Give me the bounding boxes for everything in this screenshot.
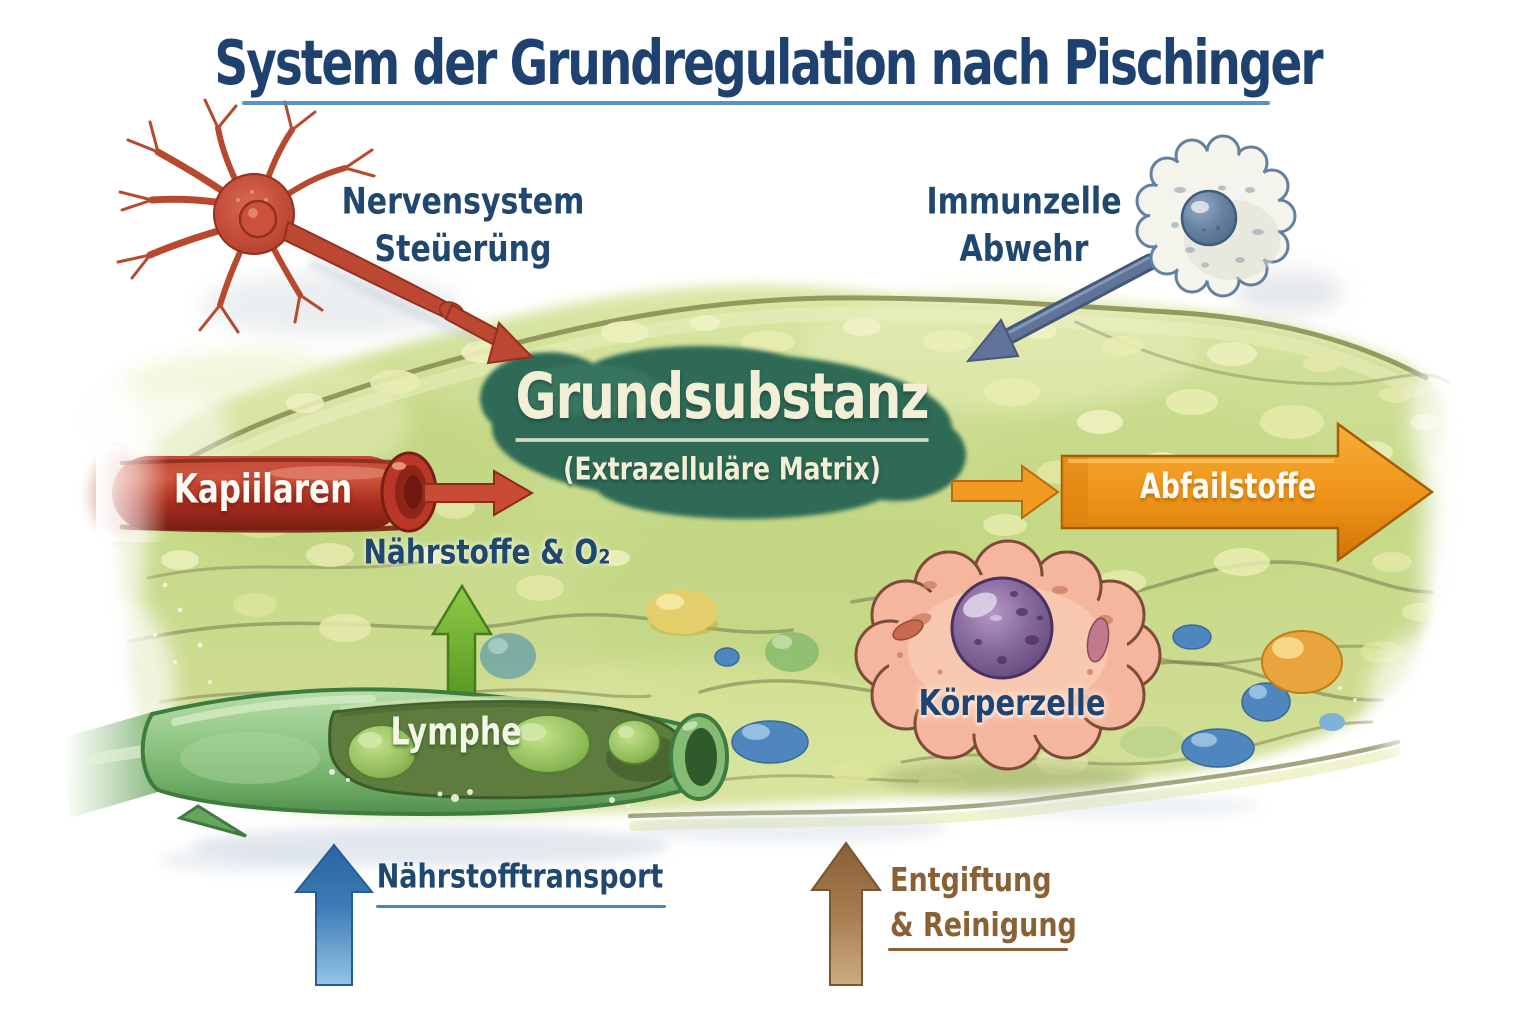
naehrstofftransport-label: Nährstofftransport xyxy=(376,858,664,896)
body-cell-icon xyxy=(854,539,1162,771)
entgiftung-label: Entgiftung & Reinigung xyxy=(890,858,1077,949)
immunzelle-label: Immunzelle Abwehr xyxy=(926,178,1121,273)
entgiftung-label-line2: & Reinigung xyxy=(890,907,1077,945)
kapillaren-label: Kapiilaren xyxy=(173,466,353,513)
entgiftung-label-line1: Entgiftung xyxy=(890,861,1052,900)
nerve-arrow-icon xyxy=(282,220,535,365)
waste-arrow-large-icon xyxy=(1060,421,1435,563)
detox-arrow-icon xyxy=(810,841,882,986)
immune-cell-icon xyxy=(1135,134,1297,298)
capillary-opening xyxy=(380,451,438,533)
koerperzelle-label: Körperzelle xyxy=(918,682,1106,724)
immunzelle-label-line1: Immunzelle xyxy=(926,180,1122,224)
grundsubstanz-blob xyxy=(480,346,966,519)
grundsubstanz-label-line2: (Extrazelluläre Matrix) xyxy=(563,450,881,488)
naehrstoffe-label: Nährstoffe & O₂ xyxy=(363,532,611,573)
nervensystem-label: Nervensystem Steüerüng xyxy=(342,178,585,273)
grundsubstanz-label-line1: Grundsubstanz xyxy=(515,360,929,442)
title-underline xyxy=(242,101,1270,105)
body-cell-shadow xyxy=(884,762,1140,794)
immune-arrow-icon xyxy=(965,253,1159,363)
lymph-vessel-icon xyxy=(62,687,729,838)
nervensystem-label-line1: Nervensystem xyxy=(341,180,585,224)
nervensystem-label-line2: Steüerüng xyxy=(374,228,552,271)
abfallstoffe-label: Abfailstoffe xyxy=(1139,467,1317,508)
capillary-arrow-icon xyxy=(423,469,534,517)
lymph-vessel-opening xyxy=(669,713,729,801)
watercolor-wash xyxy=(160,793,1260,872)
capillary-icon xyxy=(90,446,534,542)
immunzelle-label-line2: Abwehr xyxy=(959,228,1089,271)
waste-arrow-small-icon xyxy=(951,464,1060,520)
page-title: System der Grundregulation nach Pisching… xyxy=(214,28,1323,100)
entgiftung-underline xyxy=(888,948,1068,951)
naehrstofftransport-underline xyxy=(376,905,666,908)
nutrient-arrow-icon xyxy=(293,843,375,986)
neuron-icon xyxy=(116,98,376,334)
grundsubstanz-label: Grundsubstanz (Extrazelluläre Matrix) xyxy=(515,360,929,488)
lymphe-label: Lymphe xyxy=(390,710,522,755)
